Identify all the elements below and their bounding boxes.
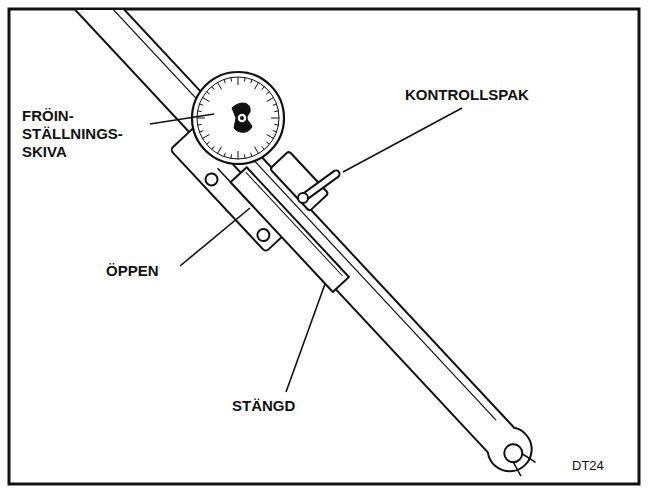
dial-tick [197,118,205,119]
dial-tick [230,78,232,82]
dial-tick [198,110,202,112]
dial-tick [273,104,277,105]
dial-tick [266,92,269,95]
control-lever [303,174,336,198]
lever-bar [41,10,559,483]
dial-tick [274,124,278,126]
dial-tick [244,78,246,82]
dial-tick [202,98,209,102]
part-label: FRÖIN- STÄLLNINGS- SKIVA [22,107,123,161]
dial-tick [224,79,225,83]
dial-tick [224,153,225,157]
part-label: STÄNGD [232,397,295,415]
dial-tick [207,92,210,95]
dial-tick [218,82,222,89]
dial-tick [199,104,203,105]
dial-tick [262,87,265,90]
dial-tick [230,154,232,158]
dial-tick [251,79,252,83]
dial-tick [238,151,239,159]
dial-tick [207,142,210,145]
dial-tick [212,87,215,90]
dial-tick [202,135,209,139]
dial-tick [198,124,202,126]
dial-tick [267,135,274,139]
dial-tick [255,82,259,89]
dial-tick [267,98,274,102]
dial-tick [271,118,279,119]
figure-code: DT24 [572,457,604,475]
part-label: ÖPPEN [106,262,159,280]
dial-tick [218,147,222,154]
dial-tick [199,131,203,132]
dial-tick [244,154,246,158]
part-label: KONTROLLSPAK [405,86,529,104]
bolt [203,171,220,188]
dial-tick [273,131,277,132]
seed-dial [192,72,284,164]
dial-tick [274,110,278,112]
dial-tick [266,142,269,145]
dial-tick [238,77,239,85]
dial-tick [255,147,259,154]
bolt [255,227,272,244]
dial-tick [212,146,215,149]
dial-tick [251,153,252,157]
dial-tick [262,146,265,149]
leader-lines [150,108,462,392]
